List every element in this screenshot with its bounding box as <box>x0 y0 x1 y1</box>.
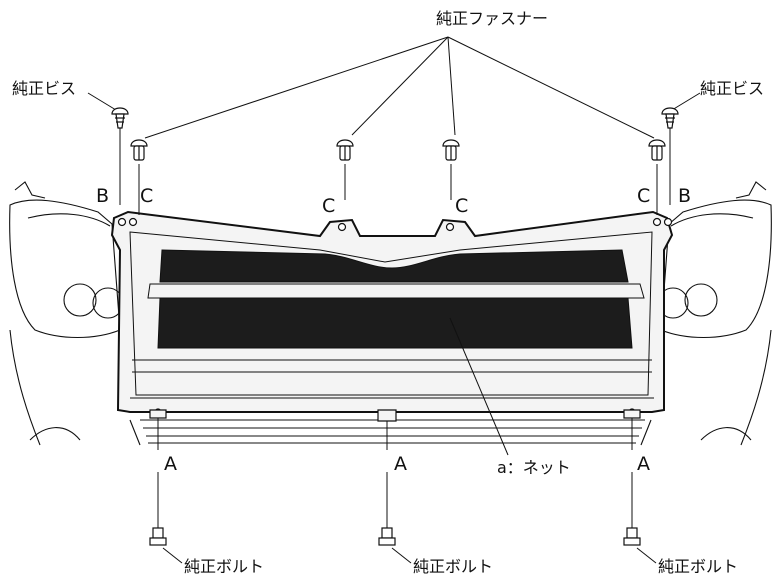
letter-b-right: B <box>678 185 691 207</box>
screws <box>111 107 679 129</box>
letter-b-left: B <box>96 185 109 207</box>
label-genuine-fastener: 純正ファスナー <box>436 9 548 28</box>
fastener-icon-3 <box>442 139 460 161</box>
letter-c-right: C <box>637 185 650 207</box>
hole-b-right <box>663 217 673 227</box>
grille-center-bar <box>147 283 645 299</box>
fastener-icon-4 <box>648 139 666 161</box>
car-body <box>9 181 772 446</box>
hole-c-center-left <box>337 222 347 232</box>
fastener-clips <box>130 139 666 161</box>
lower-tabs <box>149 409 641 422</box>
leader-lines <box>87 36 701 564</box>
bolts <box>149 527 641 546</box>
letter-c-center-left: C <box>322 195 335 217</box>
fastener-icon-2 <box>336 139 354 161</box>
hole-c-left <box>128 217 138 227</box>
hole-c-right <box>652 217 662 227</box>
right-headlamp <box>657 181 772 339</box>
letter-a-left: A <box>164 453 177 475</box>
label-genuine-bolt-center: 純正ボルト <box>413 557 493 576</box>
grille-lower-panel <box>130 359 654 399</box>
label-genuine-screw-right: 純正ビス <box>700 79 764 98</box>
net-lower <box>157 297 633 349</box>
label-genuine-bolt-right: 純正ボルト <box>658 557 738 576</box>
letter-a-right: A <box>637 453 650 475</box>
label-net: a：ネット <box>497 458 571 477</box>
hole-b-left <box>117 217 127 227</box>
letter-a-center: A <box>394 453 407 475</box>
letter-c-left: C <box>140 185 153 207</box>
fastener-icon-1 <box>130 139 148 161</box>
bumper <box>9 329 772 446</box>
left-headlamp <box>9 181 124 339</box>
lower-grille-slats <box>140 419 645 444</box>
grille-inner-rim <box>129 231 653 396</box>
hole-c-center-right <box>445 222 455 232</box>
net-upper <box>159 249 629 283</box>
screw-icon-left <box>111 107 129 129</box>
front-grille <box>110 210 674 422</box>
bolt-icon-center <box>378 527 396 546</box>
bolt-icon-right <box>623 527 641 546</box>
letter-c-center-right: C <box>455 195 468 217</box>
label-genuine-screw-left: 純正ビス <box>12 79 76 98</box>
bolt-icon-left <box>149 527 167 546</box>
label-genuine-bolt-left: 純正ボルト <box>184 557 264 576</box>
screw-icon-right <box>661 107 679 129</box>
